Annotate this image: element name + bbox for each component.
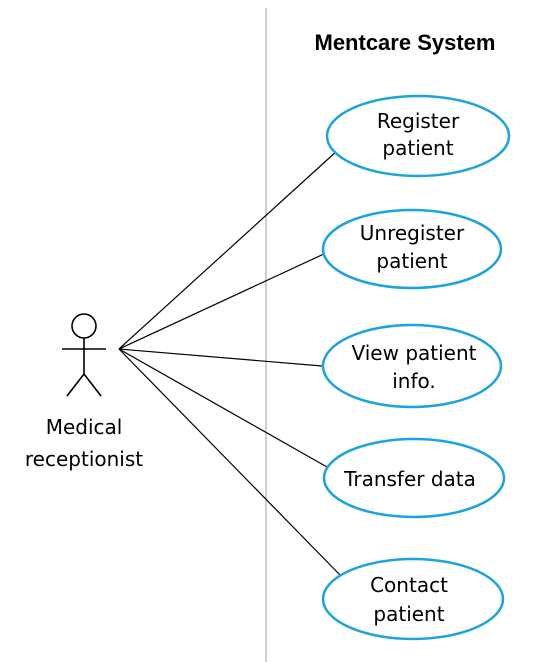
actor-leg-left bbox=[66, 373, 85, 397]
use-case-label-line2: patient bbox=[376, 249, 447, 273]
use-case-label-line2: patient bbox=[373, 602, 444, 626]
association-register bbox=[118, 149, 339, 350]
use-case-ellipse bbox=[321, 557, 505, 641]
association-contact bbox=[118, 348, 342, 577]
use-case-label-line1: Transfer data bbox=[343, 467, 476, 491]
association-unregister bbox=[118, 252, 327, 350]
use-case-ellipse bbox=[321, 323, 503, 409]
use-case-label-line1: Contact bbox=[370, 573, 448, 597]
use-case-ellipse bbox=[321, 208, 503, 290]
association-lines bbox=[118, 149, 342, 577]
use-case-label-line1: View patient bbox=[352, 341, 477, 365]
use-case-transfer-data[interactable]: Transfer data bbox=[322, 437, 506, 519]
actor-label-line2: receptionist bbox=[25, 447, 143, 471]
actor-label-line1: Medical bbox=[46, 415, 123, 439]
use-case-view-patient-info[interactable]: View patient info. bbox=[321, 323, 503, 409]
actor-head bbox=[71, 313, 97, 339]
use-case-ellipse bbox=[322, 437, 506, 519]
use-case-register-patient[interactable]: Register patient bbox=[325, 94, 511, 178]
system-title: Mentcare System bbox=[315, 30, 496, 55]
use-case-ellipse bbox=[325, 94, 511, 178]
actor-figure bbox=[62, 313, 106, 397]
use-case-label-line1: Register bbox=[377, 109, 460, 133]
association-view bbox=[118, 348, 323, 367]
use-case-label-line1: Unregister bbox=[360, 221, 465, 245]
use-case-label-line2: info. bbox=[392, 369, 436, 393]
actor-leg-right bbox=[83, 373, 102, 397]
use-case-contact-patient[interactable]: Contact patient bbox=[321, 557, 505, 641]
use-case-unregister-patient[interactable]: Unregister patient bbox=[321, 208, 503, 290]
association-transfer bbox=[118, 348, 328, 468]
use-case-label-line2: patient bbox=[382, 136, 453, 160]
